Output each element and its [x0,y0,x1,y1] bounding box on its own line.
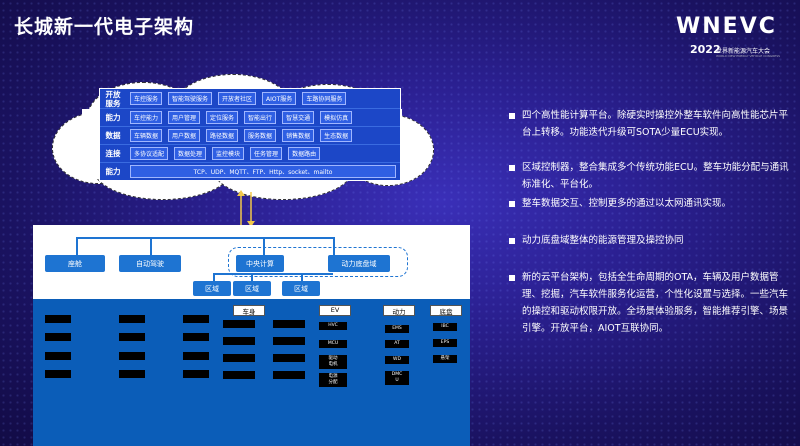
arch-cell: 车辆数据 [130,129,163,142]
cockpit-domain: 座舱 [45,255,105,272]
zone-controller: 区域 [193,281,231,296]
arch-cell: 用户管理 [168,111,201,124]
powertrain-module: DMC U [385,371,409,385]
chassis-module: 悬架 [433,355,457,363]
power-chassis-domain: 动力底盘域 [328,255,390,272]
row-label: 连接 [105,149,121,158]
body-label: 车身 [233,305,265,316]
capability-row: 能力 车控能力 用户管理 定位服务 智能出行 智慧交通 模拟仿真 [100,109,400,127]
powertrain-module: WD [385,356,409,364]
ev-label: EV [319,305,351,316]
arch-cell: 服务数据 [244,129,277,142]
bullet-square-icon [509,238,515,244]
powertrain-module: EMS [385,325,409,333]
arch-cell: 开放者社区 [218,92,257,105]
row-label: 开放 服务 [105,89,121,108]
logo-subtitle: 世界新能源汽车大会 [716,48,771,55]
arch-cell: 任务管理 [250,147,283,160]
arch-cell: 车控服务 [130,92,163,105]
zone-controller: 区域 [233,281,271,296]
chassis-module: EPS [433,339,457,347]
bullet-square-icon [509,165,515,171]
powertrain-label: 动力 [383,305,415,316]
bullet-text: 整车数据交互、控制更多的通过以太网通讯实现。 [522,198,732,209]
arch-cell: 路径数据 [206,129,239,142]
protocol-list: TCP、UDP、MQTT、FTP、Http、socket、mailto [130,165,396,178]
ev-module: HVC [319,322,347,330]
bullet-text: 新的云平台架构，包括全生命周期的OTA，车辆及用户数据管理、挖掘，汽车软件服务化… [522,272,789,334]
connect-row: 连接 多协议适配 数据处理 监控模块 任务管理 数据路由 [100,145,400,163]
arch-cell: 车控能力 [130,111,163,124]
wnevc-logo: WNEVC 2022 世界新能源汽车大会 WORLD NEW ENERGY VE… [676,14,786,58]
arch-cell: 生态数据 [320,129,353,142]
logo-year: 2022 [690,43,721,56]
bullet-square-icon [509,113,515,119]
bullet-item: 动力底盘域整体的能源管理及操控协同 [509,232,794,249]
arch-cell: 用户数据 [168,129,201,142]
bullet-item: 整车数据交互、控制更多的通过以太网通讯实现。 [509,195,794,212]
arch-cell: 模拟仿真 [320,111,353,124]
arch-cell: 定位服务 [206,111,239,124]
arch-cell: 监控模块 [212,147,245,160]
chassis-label: 底盘 [430,305,462,316]
bullet-item: 新的云平台架构，包括全生命周期的OTA，车辆及用户数据管理、挖掘，汽车软件服务化… [509,269,794,337]
ev-module: 驱动 电机 [319,355,347,369]
open-service-row: 开放 服务 车控服务 智能驾驶服务 开放者社区 AIOT服务 车路协同服务 [100,89,400,109]
arch-cell: 数据路由 [288,147,321,160]
adas-domain: 自动驾驶 [119,255,181,272]
ev-module: MCU [319,340,347,348]
bullet-item: 区域控制器，整合集成多个传统功能ECU。整车功能分配与通讯标准化、平台化。 [509,159,794,193]
data-row: 数据 车辆数据 用户数据 路径数据 服务数据 销售数据 生态数据 [100,127,400,145]
bullet-text: 四个高性能计算平台。除硬实时操控外整车软件向高性能芯片平台上转移。功能迭代升级可… [522,110,789,138]
bullet-text: 动力底盘域整体的能源管理及操控协同 [522,235,684,246]
arch-cell: AIOT服务 [262,92,297,105]
arch-cell: 智能出行 [244,111,277,124]
zone-controller: 区域 [282,281,320,296]
protocol-row: 能力 TCP、UDP、MQTT、FTP、Http、socket、mailto [100,163,400,180]
row-label: 数据 [105,131,121,140]
arch-cell: 车路协同服务 [302,92,347,105]
bullet-square-icon [509,275,515,281]
chassis-module: IBC [433,323,457,331]
cloud-platform-architecture: 开放 服务 车控服务 智能驾驶服务 开放者社区 AIOT服务 车路协同服务 能力… [99,88,401,181]
arch-cell: 销售数据 [282,129,315,142]
ev-module: 电源 分配 [319,373,347,387]
arch-cell: 智能驾驶服务 [168,92,213,105]
row-label: 能力 [105,113,121,122]
logo-wordmark: WNEVC [676,14,777,39]
powertrain-module: AT [385,340,409,348]
bullet-item: 四个高性能计算平台。除硬实时操控外整车软件向高性能芯片平台上转移。功能迭代升级可… [509,107,794,141]
arch-cell: 数据处理 [174,147,207,160]
bullet-square-icon [509,201,515,207]
central-compute: 中央计算 [236,255,284,272]
arch-cell: 多协议适配 [130,147,169,160]
arch-cell: 智慧交通 [282,111,315,124]
central-compute-outline [228,247,408,277]
page-title: 长城新一代电子架构 [14,16,195,38]
bullet-text: 区域控制器，整合集成多个传统功能ECU。整车功能分配与通讯标准化、平台化。 [522,162,789,190]
logo-subtitle-en: WORLD NEW ENERGY VEHICLE CONGRESS [716,54,781,58]
bullet-list: 四个高性能计算平台。除硬实时操控外整车软件向高性能芯片平台上转移。功能迭代升级可… [509,107,794,337]
vehicle-architecture: 座舱 自动驾驶 中央计算 动力底盘域 区域 区域 区域 车身 EV HVC MC… [33,225,470,446]
updown-arrows-icon [237,190,255,227]
row-label: 能力 [105,167,121,176]
